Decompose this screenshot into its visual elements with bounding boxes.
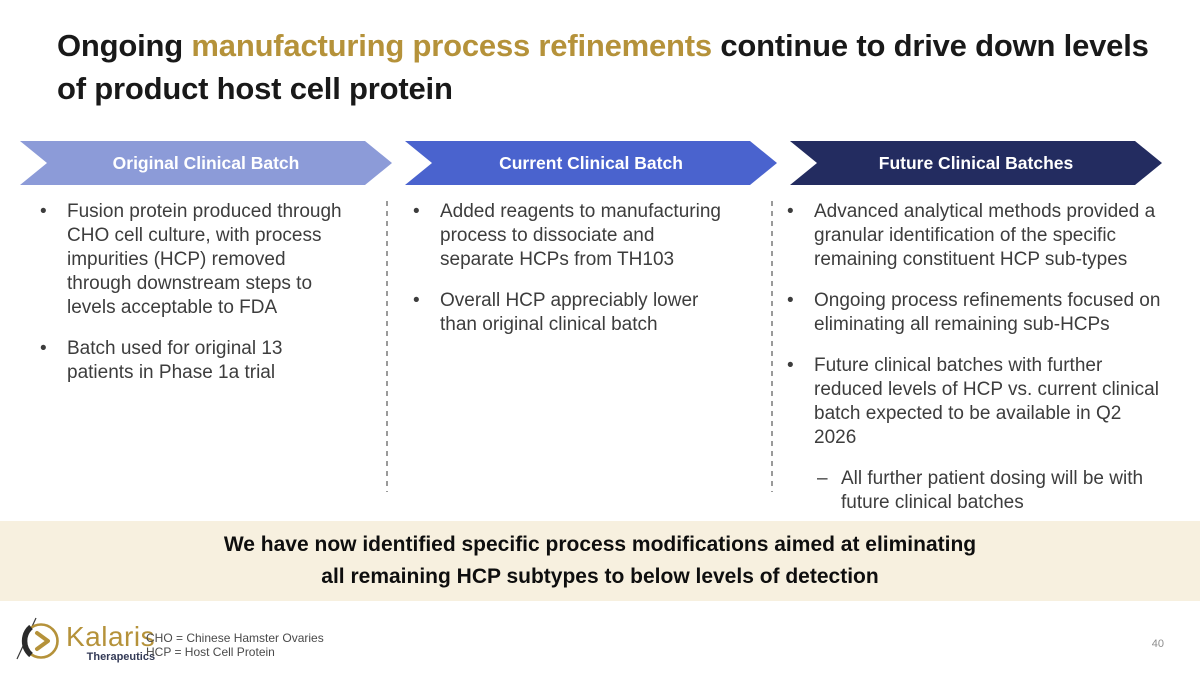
column-current-clinical-batch: • Added reagents to manufacturing process… — [385, 200, 757, 532]
logo-subtitle: Therapeutics — [86, 651, 156, 663]
arrow-current-clinical-batch: Current Clinical Batch — [405, 141, 777, 185]
page-number: 40 — [1151, 638, 1164, 650]
abbreviation-footnotes: CHO = Chinese Hamster Ovaries HCP = Host… — [146, 631, 324, 659]
callout-line1: We have now identified specific process … — [223, 533, 977, 556]
bullet-marker: • — [787, 201, 794, 222]
bullet-item: • Batch used for original 13 patients in … — [40, 337, 350, 385]
bullet-marker: • — [413, 201, 420, 222]
bullet-item: • Fusion protein produced through CHO cel… — [40, 200, 350, 320]
footnote-cho: CHO = Chinese Hamster Ovaries — [146, 631, 324, 645]
bullet-marker: • — [413, 290, 420, 311]
callout-line2: all remaining HCP subtypes to below leve… — [321, 565, 879, 588]
title-pre: Ongoing — [57, 28, 192, 63]
footnote-hcp: HCP = Host Cell Protein — [146, 645, 275, 659]
bullet-text: Overall HCP appreciably lower than origi… — [440, 290, 699, 335]
bullet-marker: • — [787, 290, 794, 311]
bullet-text: Added reagents to manufacturing process … — [440, 201, 721, 270]
arrow-future-clinical-batches: Future Clinical Batches — [790, 141, 1162, 185]
bullet-marker: – — [817, 468, 828, 489]
column-future-clinical-batches: • Advanced analytical methods provided a … — [757, 200, 1165, 532]
bullet-text: Ongoing process refinements focused on e… — [814, 290, 1161, 335]
bullet-marker: • — [40, 338, 47, 359]
bullet-text: Future clinical batches with further red… — [814, 355, 1159, 448]
callout-banner: We have now identified specific process … — [0, 521, 1200, 601]
bullet-item: • Added reagents to manufacturing process… — [413, 200, 727, 272]
column-divider — [771, 201, 773, 492]
arrow-original-clinical-batch: Original Clinical Batch — [20, 141, 392, 185]
bullet-item: • Future clinical batches with further re… — [787, 354, 1165, 450]
process-arrows: Original Clinical Batch Current Clinical… — [20, 141, 1162, 185]
column-original-clinical-batch: • Fusion protein produced through CHO cel… — [40, 200, 385, 532]
bullet-item: • Advanced analytical methods provided a … — [787, 200, 1165, 272]
kalaris-logo-icon — [16, 617, 64, 670]
bullet-text: Fusion protein produced through CHO cell… — [67, 201, 342, 318]
column-divider — [386, 201, 388, 492]
title-highlight: manufacturing process refinements — [191, 28, 712, 63]
logo-wordmark: Kalaris Therapeutics — [66, 623, 155, 664]
logo-name: Kalaris — [66, 621, 156, 652]
bullet-text: Batch used for original 13 patients in P… — [67, 338, 283, 383]
slide-title: Ongoing manufacturing process refinement… — [57, 24, 1152, 110]
bullet-text: Advanced analytical methods provided a g… — [814, 201, 1156, 270]
bullet-text: All further patient dosing will be with … — [841, 468, 1144, 513]
company-logo: Kalaris Therapeutics — [16, 617, 155, 670]
title-post: continue to drive down levels of product… — [57, 28, 1149, 106]
bullet-marker: • — [787, 355, 794, 376]
bullet-item: • Ongoing process refinements focused on … — [787, 289, 1165, 337]
sub-bullet-item: –All further patient dosing will be with… — [817, 467, 1165, 515]
bullet-item: • Overall HCP appreciably lower than orig… — [413, 289, 727, 337]
bullet-marker: • — [40, 201, 47, 222]
content-columns: • Fusion protein produced through CHO cel… — [40, 200, 1165, 532]
